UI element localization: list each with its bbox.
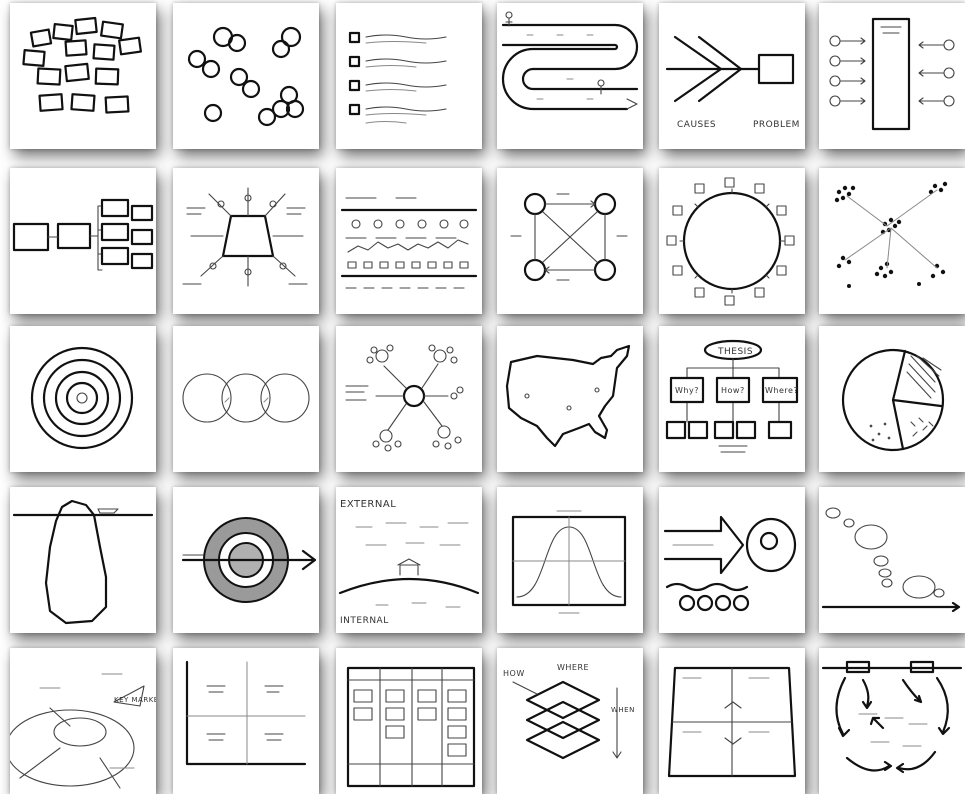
tile-bell-curve[interactable]	[497, 487, 643, 633]
market-funnel-icon: KEY MARKETS	[10, 648, 156, 794]
kanban-board-icon	[336, 648, 482, 794]
tile-market-funnel[interactable]: KEY MARKETS	[10, 648, 156, 794]
feedback-loop-icon	[819, 648, 965, 794]
key-markets-label: KEY MARKETS	[114, 696, 156, 704]
linked-circles-icon	[173, 326, 319, 472]
tile-external-internal[interactable]: EXTERNAL INTERNAL	[336, 487, 482, 633]
two-by-two-matrix-icon	[173, 648, 319, 794]
tile-fishbone[interactable]: CAUSES PROBLEM	[659, 3, 805, 149]
tile-force-field[interactable]	[819, 3, 965, 149]
tile-dot-clusters[interactable]	[819, 168, 965, 314]
force-field-icon	[819, 3, 965, 149]
tile-tree-diagram[interactable]	[10, 168, 156, 314]
tile-stacked-layers[interactable]: HOW WHERE WHEN	[497, 648, 643, 794]
tile-ring-arrow[interactable]	[173, 487, 319, 633]
tile-ellipse-path[interactable]	[819, 487, 965, 633]
tile-bullseye[interactable]	[10, 326, 156, 472]
tile-stakeholder-map[interactable]	[173, 168, 319, 314]
tile-checklist[interactable]	[336, 3, 482, 149]
winding-road-icon	[497, 3, 643, 149]
tile-arrow-to-target[interactable]	[659, 487, 805, 633]
bullseye-icon	[10, 326, 156, 472]
tile-us-map[interactable]	[497, 326, 643, 472]
tile-thesis-tree[interactable]: THESIS Why? How? Where?	[659, 326, 805, 472]
checklist-icon	[336, 3, 482, 149]
tile-mind-map[interactable]	[336, 326, 482, 472]
tile-swimlane-timeline[interactable]	[336, 168, 482, 314]
external-label: EXTERNAL	[340, 499, 396, 510]
when-axis-label: WHEN	[611, 706, 635, 714]
where-label: Where?	[765, 386, 798, 395]
mind-map-icon	[336, 326, 482, 472]
thesis-label: THESIS	[717, 347, 753, 357]
tile-winding-road[interactable]	[497, 3, 643, 149]
tile-circular-timeline[interactable]	[659, 168, 805, 314]
dot-clusters-icon	[819, 168, 965, 314]
causes-label: CAUSES	[677, 120, 716, 130]
thesis-tree-icon: THESIS Why? How? Where?	[659, 326, 805, 472]
bell-curve-chart-icon	[497, 487, 643, 633]
where-axis-label: WHERE	[557, 663, 589, 672]
tile-sticky-notes[interactable]	[10, 3, 156, 149]
arrow-to-target-icon	[659, 487, 805, 633]
why-label: Why?	[675, 386, 699, 395]
tile-quadrant-board[interactable]	[659, 648, 805, 794]
external-internal-landscape-icon: EXTERNAL INTERNAL	[336, 487, 482, 633]
tile-feedback-loop[interactable]	[819, 648, 965, 794]
tile-two-by-two[interactable]	[173, 648, 319, 794]
quadrant-board-icon	[659, 648, 805, 794]
circles-cluster-icon	[173, 3, 319, 149]
iceberg-icon	[10, 487, 156, 633]
internal-label: INTERNAL	[340, 616, 389, 626]
tree-diagram-icon	[10, 168, 156, 314]
ellipse-path-icon	[819, 487, 965, 633]
us-map-icon	[497, 326, 643, 472]
tile-four-node-network[interactable]	[497, 168, 643, 314]
stacked-layers-icon: HOW WHERE WHEN	[497, 648, 643, 794]
stakeholder-map-icon	[173, 168, 319, 314]
problem-label: PROBLEM	[753, 120, 800, 130]
tile-pie-chart[interactable]	[819, 326, 965, 472]
tile-iceberg[interactable]	[10, 487, 156, 633]
fishbone-diagram-icon: CAUSES PROBLEM	[659, 3, 805, 149]
tile-kanban[interactable]	[336, 648, 482, 794]
how-axis-label: HOW	[503, 669, 525, 678]
swimlane-timeline-icon	[336, 168, 482, 314]
tile-linked-circles[interactable]	[173, 326, 319, 472]
how-label: How?	[721, 386, 745, 395]
pie-chart-icon	[819, 326, 965, 472]
four-node-network-icon	[497, 168, 643, 314]
ring-arrow-icon	[173, 487, 319, 633]
tile-circles-cluster[interactable]	[173, 3, 319, 149]
sticky-notes-cluster-icon	[10, 3, 156, 149]
circular-timeline-icon	[659, 168, 805, 314]
